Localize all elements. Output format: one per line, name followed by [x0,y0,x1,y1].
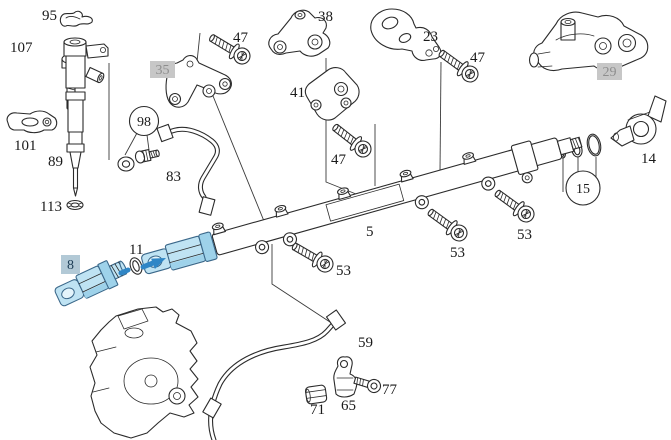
bolt-47c-drawing [438,49,479,83]
install-direction-arrow [118,258,166,276]
bolt-47a-drawing [209,34,251,65]
bracket-35-drawing [165,55,232,108]
detail-circle-15[interactable]: 15 [565,170,601,206]
callout-8-box[interactable]: 8 [61,255,80,274]
callout-47a[interactable]: 47 [233,30,249,46]
callout-107[interactable]: 107 [10,40,33,56]
injector-seal-drawing [66,199,84,211]
bolt-53a-drawing [291,242,334,273]
callout-98: 98 [137,115,151,130]
callout-65[interactable]: 65 [341,398,356,414]
callout-23[interactable]: 23 [423,29,438,45]
bolt-53c-drawing [494,189,535,223]
callout-15: 15 [576,182,590,197]
callout-8: 8 [67,258,74,273]
fuel-rail-drawing [141,136,583,275]
callout-47c[interactable]: 47 [470,50,486,66]
wire-clip-drawing [59,10,93,27]
callout-101[interactable]: 101 [14,138,37,154]
pressure-valve-14-drawing [610,95,667,147]
callout-14[interactable]: 14 [641,151,657,167]
detail-circle-98[interactable]: 98 [128,105,160,137]
pump-pipe-drawing [202,309,347,440]
clamp-bolt-drawing [353,376,382,394]
pressure-sensor-drawing [54,260,128,307]
screw-plug-drawing [134,148,160,164]
callout-89[interactable]: 89 [48,154,63,170]
inlet-fitting-29-drawing [528,11,649,72]
pipe-clamp-drawing [333,356,358,398]
bracket-41-drawing [304,67,360,121]
callout-35-box[interactable]: 35 [150,61,175,78]
callout-29: 29 [603,65,617,80]
bolt-47b-drawing [332,123,372,158]
injector-clamp-drawing [6,110,58,134]
rubber-sleeve-drawing [304,384,328,405]
washer-drawing [117,156,135,172]
callout-53b[interactable]: 53 [450,245,465,261]
bolt-53b-drawing [427,208,468,242]
high-pressure-pump-drawing [89,306,199,439]
sensor-seal-drawing [129,257,143,275]
callout-71[interactable]: 71 [310,402,325,418]
callout-83[interactable]: 83 [166,169,181,185]
rail-pressure-sensor-installed [141,231,218,275]
callout-47b[interactable]: 47 [331,152,347,168]
callout-41[interactable]: 41 [290,85,305,101]
callout-59[interactable]: 59 [358,335,373,351]
callout-11[interactable]: 11 [129,242,143,258]
callout-53c[interactable]: 53 [517,227,532,243]
callout-5[interactable]: 5 [366,224,374,240]
callout-53a[interactable]: 53 [336,263,351,279]
callout-35: 35 [156,63,170,78]
callout-29-box[interactable]: 29 [597,63,622,80]
fuel-injector-drawing [63,37,109,197]
callout-113[interactable]: 113 [40,199,62,215]
callout-95[interactable]: 95 [42,8,57,24]
injector-pipe-drawing [156,123,220,216]
callout-77[interactable]: 77 [382,382,398,398]
bracket-38-drawing [268,9,331,57]
callout-38[interactable]: 38 [318,9,333,25]
bracket-23-drawing [370,8,442,61]
